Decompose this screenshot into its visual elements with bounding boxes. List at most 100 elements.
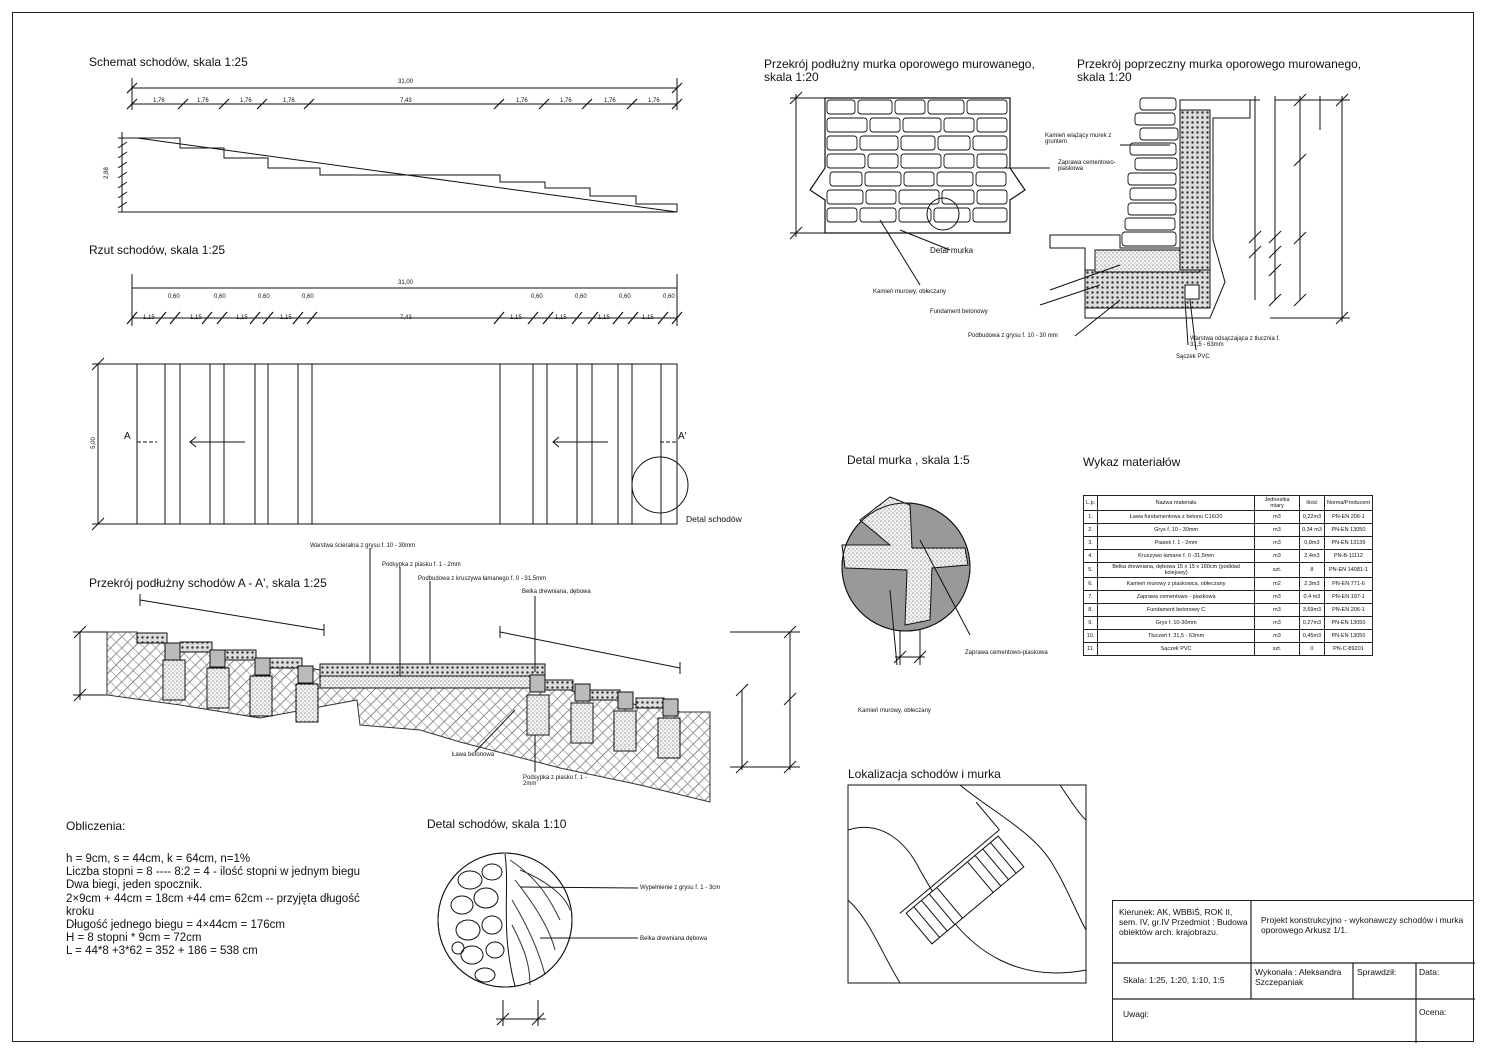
stairs-plan	[91, 357, 689, 531]
scale-info: Skala: 1:25, 1:20, 1:10, 1:5	[1123, 975, 1225, 985]
label-fundament: Fundament betonowy	[930, 309, 988, 315]
materials-cell: 8	[1299, 562, 1325, 578]
label-wypelnienie: Wypełnienie z grysu f. 1 - 3cm	[640, 885, 721, 891]
dim-plan-gap: 1,15	[143, 315, 155, 321]
label-podsypka-2: Podsypka z piasku f. 1 - 2mm	[523, 775, 587, 787]
dim-plan-gap: 1,15	[642, 315, 654, 321]
wall-longitudinal-section	[789, 91, 1050, 286]
dim-plan-gap: 1,15	[236, 315, 248, 321]
label-kamien-wiazacy: Kamień wiążący murek z gruntem	[1045, 133, 1112, 145]
checked-by: Sprawdził:	[1357, 967, 1397, 977]
materials-cell: Zaprawa cementowo - piaskowa	[1097, 590, 1255, 604]
dim-plan-gap: 1,15	[280, 315, 292, 321]
calc-line: Dwa biegi, jeden spocznik.	[66, 879, 203, 892]
dim-step: 1,76	[604, 98, 616, 104]
wall-long-section-scale: skala 1:20	[764, 70, 819, 84]
header-cell: Jednostka miary	[1253, 495, 1301, 511]
materials-cell: 10.	[1082, 629, 1099, 643]
materials-cell: 2,3m3	[1299, 577, 1325, 591]
label-saczek: Sączek PVC	[1176, 354, 1210, 360]
made-by: Wykonała : Aleksandra Szczepaniak	[1255, 967, 1342, 987]
wall-cross-section-scale: skala 1:20	[1077, 70, 1132, 84]
label-detail-zaprawa: Zaprawa cementowo-piaskowa	[965, 650, 1048, 656]
dim-scheme-height: 2,88	[103, 167, 110, 179]
materials-cell: 5.	[1082, 562, 1099, 578]
location-title: Lokalizacja schodów i murka	[848, 767, 1001, 781]
materials-header-row: L.p. Nazwa materiału Jednostka miary Ilo…	[1082, 495, 1374, 511]
materials-cell: m3	[1253, 616, 1301, 630]
remarks-field: Uwagi:	[1123, 1009, 1149, 1019]
materials-cell: m3	[1253, 549, 1301, 563]
stairs-longitudinal-section	[73, 548, 800, 803]
calc-title: Obliczenia:	[66, 819, 126, 833]
wall-detail-title: Detal murka , skala 1:5	[847, 453, 970, 467]
header-cell: Ilość	[1299, 495, 1325, 511]
dim-plan-step: 0,60	[531, 294, 543, 300]
materials-cell: PN-EN 206-1	[1323, 510, 1374, 524]
dim-plan-gap: 1,15	[555, 315, 567, 321]
materials-cell: m3	[1253, 603, 1301, 617]
wall-long-section-title: Przekrój podłużny murka oporowego murowa…	[764, 57, 1035, 71]
dim-step: 1,76	[648, 98, 660, 104]
materials-cell: 1.	[1082, 510, 1099, 524]
materials-cell: PN-EN 13050	[1323, 616, 1374, 630]
materials-cell: m3	[1253, 510, 1301, 524]
calc-line: 2×9cm + 44cm = 18cm +44 cm= 62cm -- przy…	[66, 892, 360, 918]
dim-landing: 7,43	[400, 98, 412, 104]
materials-row: 5.Belka drewniana, dębowa 15 x 15 x 160c…	[1082, 562, 1374, 578]
label-belka-detail: Belka drewniana dębowa	[640, 936, 708, 942]
dim-total-scheme: 31,00	[398, 79, 414, 85]
header-cell: Nazwa materiału	[1097, 495, 1255, 511]
materials-cell: PN-EN 771-6	[1323, 577, 1374, 591]
project-info: Projekt konstrukcyjno - wykonawczy schod…	[1261, 915, 1464, 935]
materials-cell: 3.	[1082, 536, 1099, 550]
stairs-scheme-profile	[117, 132, 678, 213]
drawing-sheet	[12, 12, 1474, 1042]
location-map	[847, 784, 1087, 984]
materials-cell: PN-EN 13050	[1323, 523, 1374, 537]
section-mark-a: A	[124, 431, 131, 442]
materials-cell: 6.	[1082, 577, 1099, 591]
materials-cell: 0,22m3	[1299, 510, 1325, 524]
dim-plan-step: 0,60	[168, 294, 180, 300]
label-belka: Belka drewniana, dębowa	[522, 589, 591, 595]
dim-plan-gap: 1,15	[190, 315, 202, 321]
materials-cell: PN-EN 13139	[1323, 536, 1374, 550]
materials-cell: Kamień murowy z piaskowca, obłeczany	[1097, 577, 1255, 591]
label-warstwa-odsaczajaca: Warstwa odsączająca z tłucznia f. 31,5 -…	[1190, 336, 1280, 348]
dim-plan-step: 0,60	[663, 294, 675, 300]
materials-cell: Kruszywo łamane f. 0 -31,5mm	[1097, 549, 1255, 563]
scheme-dimension-line	[126, 78, 683, 110]
materials-cell: 0,45m3	[1299, 629, 1325, 643]
materials-cell: 0,8m3	[1299, 536, 1325, 550]
materials-cell: PN-B-11112	[1323, 549, 1374, 563]
dim-plan-step: 0,60	[575, 294, 587, 300]
materials-cell: 2.	[1082, 523, 1099, 537]
label-detal-murka: Detal murka	[930, 246, 974, 255]
materials-cell: 0	[1299, 642, 1325, 656]
detail-circle	[631, 456, 689, 514]
grade-field: Ocena:	[1419, 1007, 1447, 1017]
label-podbudowa: Podbudowa z kruszywa łamanego f. 0 - 31,…	[418, 576, 547, 582]
label-podbudowa-grys: Podbudowa z grysu f. 10 - 30 mm	[968, 333, 1058, 339]
materials-cell: Grys f. 10-30mm	[1097, 616, 1255, 630]
dim-plan-width: 5,00	[90, 437, 97, 449]
label-zaprawa: Zaprawa cementowo-piaskowa	[1058, 160, 1116, 172]
calculations-block: h = 9cm, s = 44cm, k = 64cm, n=1% Liczba…	[66, 853, 376, 959]
date-field: Data:	[1419, 967, 1440, 977]
dim-plan-step: 0,60	[258, 294, 270, 300]
materials-cell: m3	[1253, 590, 1301, 604]
calc-line: h = 9cm, s = 44cm, k = 64cm, n=1%	[66, 853, 251, 865]
materials-cell: 11.	[1082, 642, 1099, 656]
materials-table: L.p. Nazwa materiału Jednostka miary Ilo…	[1082, 495, 1374, 656]
calc-line: L = 44*8 +3*62 = 352 + 186 = 538 cm	[66, 945, 258, 958]
dim-landing: 7,43	[400, 315, 412, 321]
label-warstwa-scieralna: Warstwa ścieralna z grysu f. 10 - 30mm	[310, 543, 416, 549]
